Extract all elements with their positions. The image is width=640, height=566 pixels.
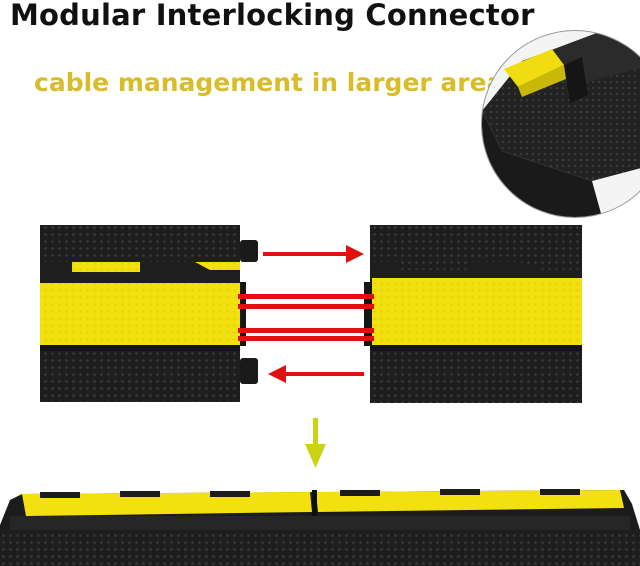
arrow-left-icon: [268, 365, 364, 383]
left-ramp-section: [40, 225, 258, 402]
connector-detail-icon: [482, 31, 640, 217]
arrow-right-icon: [263, 245, 364, 263]
magnified-detail: [481, 30, 640, 218]
right-ramp-section: [364, 225, 582, 403]
subtitle: cable management in larger areas: [34, 68, 519, 97]
connector-pin-icon: [240, 358, 258, 384]
page-title: Modular Interlocking Connector: [10, 0, 535, 32]
connector-pin-icon: [240, 240, 258, 262]
connection-arrows: [238, 245, 374, 383]
assembled-ramp: [0, 489, 640, 566]
arrow-down-icon: [305, 418, 326, 468]
